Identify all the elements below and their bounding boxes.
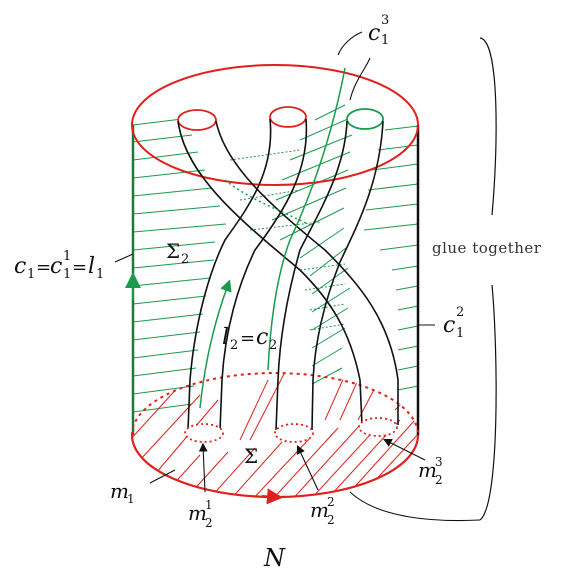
label-c11-sub: 1: [63, 267, 71, 282]
label-m23-main: m: [418, 458, 437, 482]
label-m23-sup: 3: [435, 455, 443, 469]
label-c12: c 1 2: [443, 305, 464, 341]
c13-curve: [267, 67, 346, 371]
label-m21-main: m: [188, 501, 207, 525]
label-c12-sup: 2: [456, 305, 464, 320]
label-l2-sub: 2: [230, 338, 238, 353]
label-c1-sub: 1: [27, 267, 35, 282]
glue-bottom-leader: [349, 491, 481, 522]
label-c2-sub: 2: [269, 338, 277, 353]
right-sheet-hatching: [271, 104, 353, 385]
m1-arrow: [261, 488, 283, 505]
label-c1-eq-sign: =: [36, 257, 51, 278]
label-c13-main: c: [368, 21, 380, 46]
label-m1-sub: 1: [127, 492, 135, 506]
label-l2-main: l: [222, 325, 229, 350]
c13-leader-top: [337, 31, 363, 56]
label-m1-main: m: [110, 479, 129, 503]
label-c13-sup: 3: [381, 13, 389, 28]
tube-bottom-2: [274, 423, 314, 443]
label-sigma2: Σ 2: [166, 239, 189, 267]
label-m23: m 2 3: [418, 455, 443, 487]
label-m21: m 2 1: [188, 498, 213, 530]
label-N: N: [263, 544, 286, 571]
tube-top-right: [346, 108, 384, 130]
bottom-boundary-front: [130, 434, 420, 499]
label-m22-main: m: [310, 498, 329, 522]
label-sigma2-main: Σ: [166, 239, 180, 263]
label-c2: c: [256, 325, 268, 350]
label-c11: c: [50, 254, 62, 279]
label-l2: l 2 = c 2: [222, 325, 277, 353]
label-c1: c: [14, 254, 26, 279]
c13-leader: [349, 57, 371, 101]
label-c13-sub: 1: [381, 33, 389, 48]
c1-leader: [114, 253, 134, 263]
label-m23-sub: 2: [435, 473, 443, 487]
top-boundary-ellipse: [131, 64, 419, 186]
left-wall-hatching: [132, 117, 227, 413]
label-m22-sup: 2: [327, 495, 335, 509]
label-m21-sup: 1: [205, 498, 213, 512]
c13-curve-dotted: [224, 179, 311, 226]
label-l1-sub: 1: [96, 267, 104, 282]
right-wall-hatching: [363, 125, 419, 391]
label-c12-sub: 1: [456, 326, 464, 341]
label-l1: l: [88, 254, 95, 279]
label-c12-main: c: [443, 313, 455, 338]
label-c1-eq: c 1 = c 1 1 = l 1: [14, 249, 104, 282]
tube-bottom-3: [358, 417, 398, 437]
m22-leader: [296, 445, 319, 491]
m21-leader: [198, 442, 208, 493]
label-c11-sup: 1: [63, 249, 71, 264]
m23-leader: [383, 439, 426, 461]
inner-dotted-hatching: [229, 149, 346, 331]
tube-top-middle: [269, 106, 307, 128]
tube-top-left: [177, 109, 217, 131]
label-sigma: Σ: [244, 444, 258, 468]
l2-curve: [199, 279, 232, 409]
label-c13: c 1 3: [368, 13, 389, 48]
label-l2-eq: =: [240, 328, 255, 349]
tube-bottom-1: [184, 423, 224, 443]
label-c1-eq-sign2: =: [72, 257, 87, 278]
label-glue-together: glue together: [432, 239, 542, 257]
braid-tubes: [177, 118, 399, 431]
glue-brace: [479, 37, 497, 521]
label-m1: m 1: [110, 479, 135, 506]
label-m21-sub: 2: [205, 516, 213, 530]
label-m22-sub: 2: [327, 513, 335, 527]
label-sigma2-sub: 2: [181, 252, 189, 267]
label-m22: m 2 2: [310, 495, 335, 527]
m1-leader: [149, 469, 176, 484]
label-sigma-main: Σ: [244, 444, 258, 468]
